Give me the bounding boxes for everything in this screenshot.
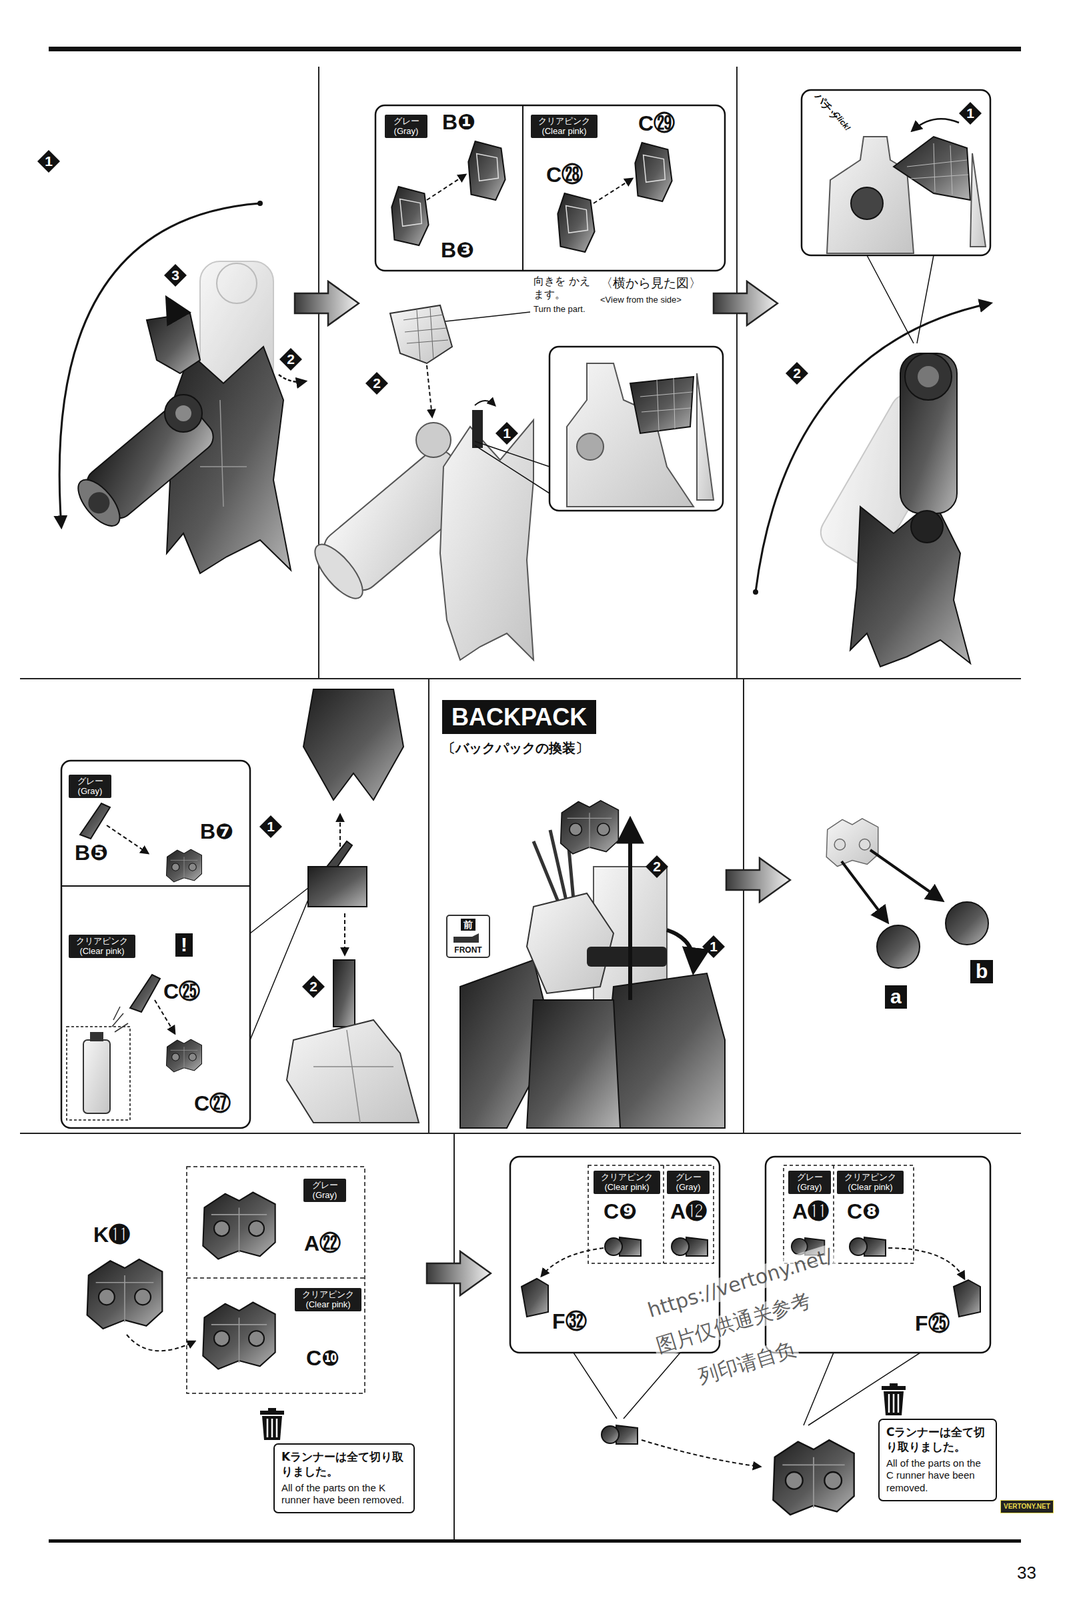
watermark-logo: VERTONY.NET <box>1000 1500 1054 1514</box>
step-number: 1 <box>701 934 726 959</box>
icon-kanji: 前 <box>460 918 476 931</box>
part-letter: a <box>884 985 907 1009</box>
part-number: B❺ <box>74 841 109 865</box>
part-number: C㉙ <box>638 112 675 136</box>
color-tag: クリアピンク (Clear pink) <box>530 114 598 139</box>
part-number: F㉕ <box>914 1312 950 1336</box>
note-english: All of the parts on the C runner have be… <box>886 1457 989 1496</box>
part-number: A⓬ <box>670 1200 707 1224</box>
tag-text: グレー (Gray) <box>71 776 109 797</box>
step-number: 1 <box>958 101 983 126</box>
color-tag: グレー (Gray) <box>303 1179 347 1203</box>
page-number: 33 <box>1016 1563 1037 1584</box>
step-number: 1 <box>36 149 61 174</box>
part-number: C❾ <box>603 1200 637 1224</box>
tag-text: グレー (Gray) <box>669 1173 707 1193</box>
color-tag: クリアピンク (Clear pink) <box>68 934 136 959</box>
part-letter: b <box>970 960 993 984</box>
instruction-note: Turn the part. <box>533 304 586 315</box>
part-number: C㉗ <box>194 1092 231 1116</box>
step-number: 3 <box>163 263 188 288</box>
color-tag: グレー (Gray) <box>384 114 428 139</box>
tag-text: クリアピンク (Clear pink) <box>71 936 133 957</box>
tag-text: クリアピンク (Clear pink) <box>839 1173 901 1193</box>
runner-note: Cランナーは全て切り取りました。All of the parts on the … <box>878 1419 997 1502</box>
step-number: 2 <box>644 854 669 879</box>
part-number: A㉒ <box>304 1232 341 1256</box>
tag-text: グレー (Gray) <box>790 1173 829 1193</box>
color-tag: グレー (Gray) <box>788 1171 831 1195</box>
part-number: C㉕ <box>163 980 201 1004</box>
part-number: K⓫ <box>93 1223 131 1248</box>
icon-text: FRONT <box>448 945 488 955</box>
color-tag: グレー (Gray) <box>68 774 112 799</box>
part-number: B❼ <box>200 820 234 844</box>
tag-text: クリアピンク (Clear pink) <box>297 1290 359 1310</box>
part-number: C❽ <box>846 1200 881 1224</box>
watermark: 列印请自负 <box>692 1337 801 1390</box>
color-tag: グレー (Gray) <box>666 1171 710 1195</box>
runner-note: Kランナーは全て切り取りました。All of the parts on the … <box>273 1443 415 1514</box>
section-heading: BACKPACK 〔バックパックの換装〕 <box>442 700 597 757</box>
tag-text: グレー (Gray) <box>306 1181 344 1201</box>
step-number: 1 <box>494 421 519 446</box>
heading-text: BACKPACK <box>442 700 597 735</box>
part-number: B❸ <box>440 238 475 263</box>
tag-text: クリアピンク (Clear pink) <box>596 1173 658 1193</box>
view-caption: <View from the side> <box>600 294 682 306</box>
color-tag: クリアピンク (Clear pink) <box>836 1171 904 1195</box>
note-japanese: Kランナーは全て切り取りました。 <box>281 1450 407 1480</box>
part-number: A⓫ <box>792 1200 829 1224</box>
part-number: C㉘ <box>546 163 583 187</box>
step-number: 2 <box>301 974 326 999</box>
note-japanese: Cランナーは全て切り取りました。 <box>886 1425 989 1456</box>
step-number: 2 <box>364 371 389 396</box>
front-icon: 前 FRONT <box>446 914 491 959</box>
step-number: 1 <box>258 814 283 839</box>
tag-text: クリアピンク (Clear pink) <box>533 116 595 137</box>
part-number: C❿ <box>306 1347 340 1371</box>
instruction-note: 向きを かえます。 <box>533 274 595 302</box>
color-tag: クリアピンク (Clear pink) <box>593 1171 661 1195</box>
step-number: 2 <box>784 361 809 386</box>
view-caption: 〈横から見た図〉 <box>600 274 702 292</box>
part-number: F㉜ <box>552 1310 587 1334</box>
step-number: 2 <box>278 347 303 372</box>
color-tag: クリアピンク (Clear pink) <box>294 1288 362 1312</box>
note-english: All of the parts on the K runner have be… <box>281 1482 407 1508</box>
tag-text: グレー (Gray) <box>387 116 425 137</box>
part-number: B❶ <box>442 110 476 135</box>
heading-subtitle: 〔バックパックの換装〕 <box>442 739 597 757</box>
warning-mark: ! <box>175 933 193 957</box>
